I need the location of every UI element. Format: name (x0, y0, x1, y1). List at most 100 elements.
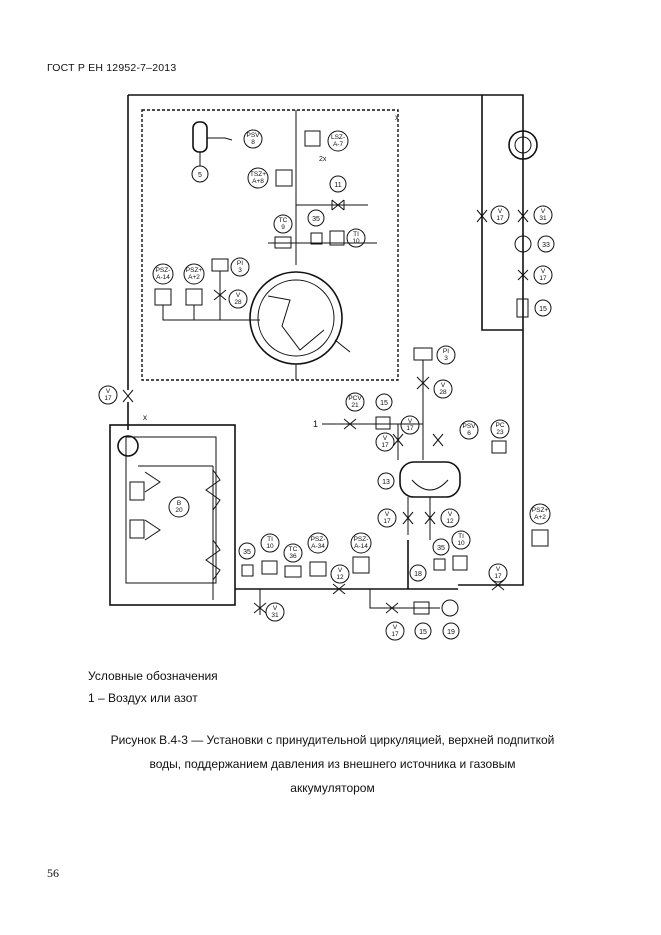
input-label-1: 1 (313, 419, 318, 429)
tag-v31-bottom-l2: 31 (271, 612, 279, 619)
tag-psv6-l1: PSV (462, 423, 476, 430)
tag-tc9-l1: TC (279, 217, 288, 224)
sensor-35-box (310, 232, 323, 245)
boundary-box (141, 109, 399, 381)
tag-v17-a (490, 205, 510, 225)
pump-top (508, 130, 538, 160)
tag-psz-a14-bottom (350, 532, 372, 554)
pump-33 (514, 235, 532, 253)
tag-pi3 (230, 257, 250, 277)
ti10-low-box (452, 555, 468, 571)
standard-header: ГОСТ Р ЕН 12952-7–2013 (47, 62, 177, 74)
figure-caption: Рисунок B.4-3 — Установки с принудительн… (60, 728, 605, 800)
tag-tc36-l2: 36 (289, 553, 297, 560)
gas-accumulator (399, 461, 461, 498)
tag-v17-left-l1: V (106, 388, 111, 395)
tag-v17-makeup (385, 621, 405, 641)
drum-internal (267, 295, 325, 351)
air-input-line (322, 418, 423, 430)
circulation-pump (117, 435, 139, 457)
tag-psz-a34-l2: A-34 (311, 543, 325, 550)
tag-v17-right-low-l1: V (496, 566, 501, 573)
tag-v28-l2: 28 (234, 299, 242, 306)
valve-left (122, 389, 134, 403)
pi3-right-box (413, 347, 433, 361)
tag-v31-a-l2: 31 (539, 215, 547, 222)
tag-pc23-l2: 23 (496, 429, 504, 436)
callout-33 (537, 235, 555, 253)
tag-pi3-right-l2: 3 (444, 355, 448, 362)
tag-pcv21-l2: 21 (351, 402, 359, 409)
accumulator-outlets (402, 497, 436, 540)
callout-35-low (432, 538, 450, 556)
tag-psv8-l2: 8 (251, 139, 255, 146)
tsz-box (275, 169, 293, 187)
psz-a2-box (185, 288, 203, 306)
tag-pc23-l1: PC (495, 422, 504, 429)
tag-ti10 (346, 228, 366, 248)
tag-v17-makeup-l2: 17 (391, 631, 399, 638)
callout-35 (307, 209, 325, 227)
heating-coils (205, 469, 221, 581)
valve-v31-bottom (253, 589, 267, 615)
tag-pi3-l2: 3 (238, 267, 242, 274)
tag-psz-a14-bottom-l2: A-14 (354, 543, 368, 550)
valve-v17-right-low (491, 579, 505, 591)
tag-v17-mid-a (375, 432, 395, 452)
tag-v17-acc-l1: V (385, 511, 390, 518)
drum-outlet (295, 339, 351, 380)
tag-v17-b-l2: 17 (539, 275, 547, 282)
valves-right-upper (476, 209, 529, 223)
boundary-mark-left: x (143, 413, 147, 422)
callout-13 (377, 472, 395, 490)
tag-v31-bottom-l1: V (273, 605, 278, 612)
tag-v12-acc-l2: 12 (446, 518, 454, 525)
tag-v28-right-l1: V (441, 382, 446, 389)
psz-a34-box (309, 561, 327, 577)
tag-v12-acc (440, 508, 460, 528)
legend-item-1: 1 – Воздух или азот (88, 691, 198, 705)
tag-v31-a-l1: V (541, 208, 546, 215)
vessel-pipe (199, 137, 233, 166)
tag-lsz-l1: LSZ- (331, 134, 345, 141)
tag-lsz (327, 130, 349, 152)
callout-19-label: 19 (447, 629, 455, 636)
pc23-box (491, 440, 507, 454)
callout-33-label: 33 (542, 242, 550, 249)
tag-tc9 (273, 214, 293, 234)
callout-18-label: 18 (414, 571, 422, 578)
tag-v17-a-l1: V (498, 208, 503, 215)
callout-15-bottom-label: 15 (419, 629, 427, 636)
boiler-internals (138, 465, 214, 600)
callout-18 (409, 564, 427, 582)
caption-line-1: Рисунок B.4-3 — Установки с принудительн… (110, 733, 555, 747)
pi3-box (211, 258, 229, 272)
callout-35-bottom-label: 35 (243, 549, 251, 556)
tag-psz-a2-right-l2: A+2 (534, 514, 546, 521)
tag-v28 (228, 289, 248, 309)
callout-15-mid-label: 15 (380, 400, 388, 407)
tag-v17-mid-b (400, 415, 420, 435)
tag-v28-l1: V (236, 292, 241, 299)
tag-tsz-l1: TSZ+ (250, 171, 266, 178)
filter-15-bottom (413, 601, 430, 615)
tag-b20-l1: B (177, 500, 181, 507)
callout-13-label: 13 (382, 479, 390, 486)
ti10-bottom-box (261, 560, 278, 575)
psz-a14-bottom-box (352, 556, 370, 574)
tag-psz-a14 (152, 263, 174, 285)
tag-psz-a14-l1: PSZ- (156, 267, 171, 274)
callout-11-label: 11 (334, 182, 341, 189)
tag-v28-right (433, 379, 453, 399)
tag-v17-acc (377, 508, 397, 528)
tag-psv6-l2: 6 (467, 430, 471, 437)
tag-v17-right-low (488, 563, 508, 583)
tag-v12-bottom-l2: 12 (336, 574, 344, 581)
tag-ti10-low-l2: 10 (457, 540, 465, 547)
tag-psv8-l1: PSV (246, 132, 260, 139)
accumulator-membrane (411, 479, 449, 491)
steam-drum (249, 271, 343, 365)
tag-tsz-l2: A+8 (252, 178, 264, 185)
burner-1 (129, 481, 145, 501)
